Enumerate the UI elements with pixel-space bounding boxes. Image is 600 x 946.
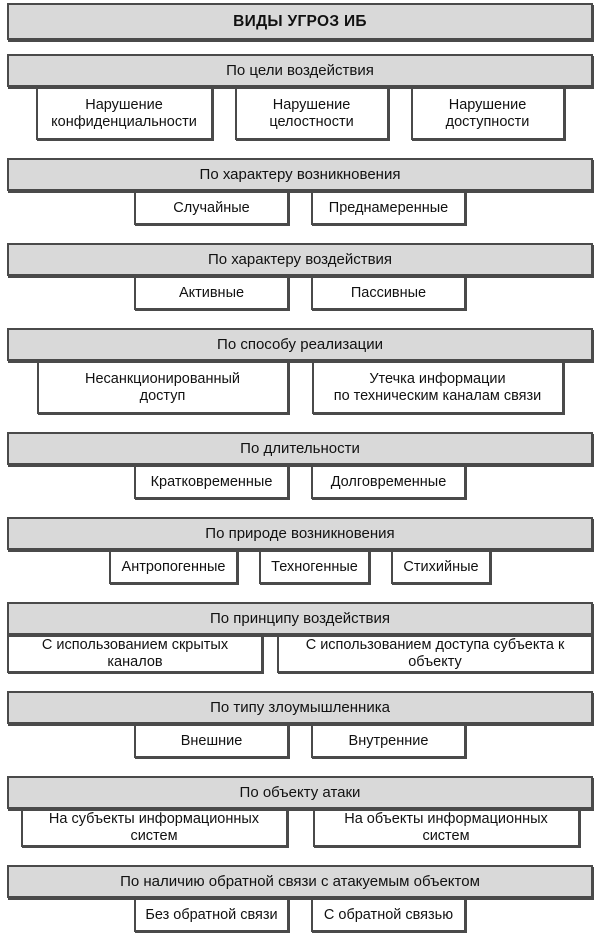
items-row: Без обратной связи С обратной связью <box>7 898 593 932</box>
section-header: По объекту атаки <box>7 776 593 809</box>
item-box: Внутренние <box>311 724 466 758</box>
section-header: По характеру воздействия <box>7 243 593 276</box>
items-row: Несанкционированный доступ Утечка информа… <box>7 361 593 414</box>
diagram-title: ВИДЫ УГРОЗ ИБ <box>7 3 593 40</box>
item-box: На субъекты информационных систем <box>20 809 288 847</box>
item-box: Долговременные <box>311 465 466 499</box>
items-row: Антропогенные Техногенные Стихийные <box>7 550 593 584</box>
items-row: С использованием скрытых каналов С исполь… <box>7 635 593 673</box>
item-box: Стихийные <box>391 550 491 584</box>
item-box: С использованием доступа субъекта к объе… <box>277 635 593 673</box>
item-box: Случайные <box>134 191 289 225</box>
section-header: По типу злоумышленника <box>7 691 593 724</box>
item-box: Внешние <box>134 724 289 758</box>
item-box: С использованием скрытых каналов <box>7 635 263 673</box>
section-header: По принципу воздействия <box>7 602 593 635</box>
item-box: Утечка информации по техническим каналам… <box>311 361 564 414</box>
item-box: Активные <box>134 276 289 310</box>
items-row: Нарушение конфиденциальности Нарушение це… <box>7 87 593 140</box>
item-box: Антропогенные <box>109 550 238 584</box>
section-header: По цели воздействия <box>7 54 593 87</box>
section-10: По наличию обратной связи с атакуемым об… <box>7 865 593 932</box>
section-header: По длительности <box>7 432 593 465</box>
item-box: Кратковременные <box>134 465 289 499</box>
section-header: По способу реализации <box>7 328 593 361</box>
item-box: Несанкционированный доступ <box>36 361 289 414</box>
item-box: Нарушение доступности <box>410 87 565 140</box>
items-row: Случайные Преднамеренные <box>7 191 593 225</box>
items-row: На субъекты информационных систем На объе… <box>7 809 593 847</box>
item-box: Техногенные <box>259 550 370 584</box>
item-box: С обратной связью <box>311 898 466 932</box>
item-box: Нарушение целостности <box>234 87 389 140</box>
item-box: Преднамеренные <box>311 191 466 225</box>
items-row: Кратковременные Долговременные <box>7 465 593 499</box>
item-box: Нарушение конфиденциальности <box>35 87 213 140</box>
items-row: Активные Пассивные <box>7 276 593 310</box>
section-header: По природе возникновения <box>7 517 593 550</box>
section-header: По характеру возникновения <box>7 158 593 191</box>
items-row: Внешние Внутренние <box>7 724 593 758</box>
item-box: Без обратной связи <box>134 898 289 932</box>
section-header: По наличию обратной связи с атакуемым об… <box>7 865 593 898</box>
item-box: На объекты информационных систем <box>312 809 580 847</box>
item-box: Пассивные <box>311 276 466 310</box>
